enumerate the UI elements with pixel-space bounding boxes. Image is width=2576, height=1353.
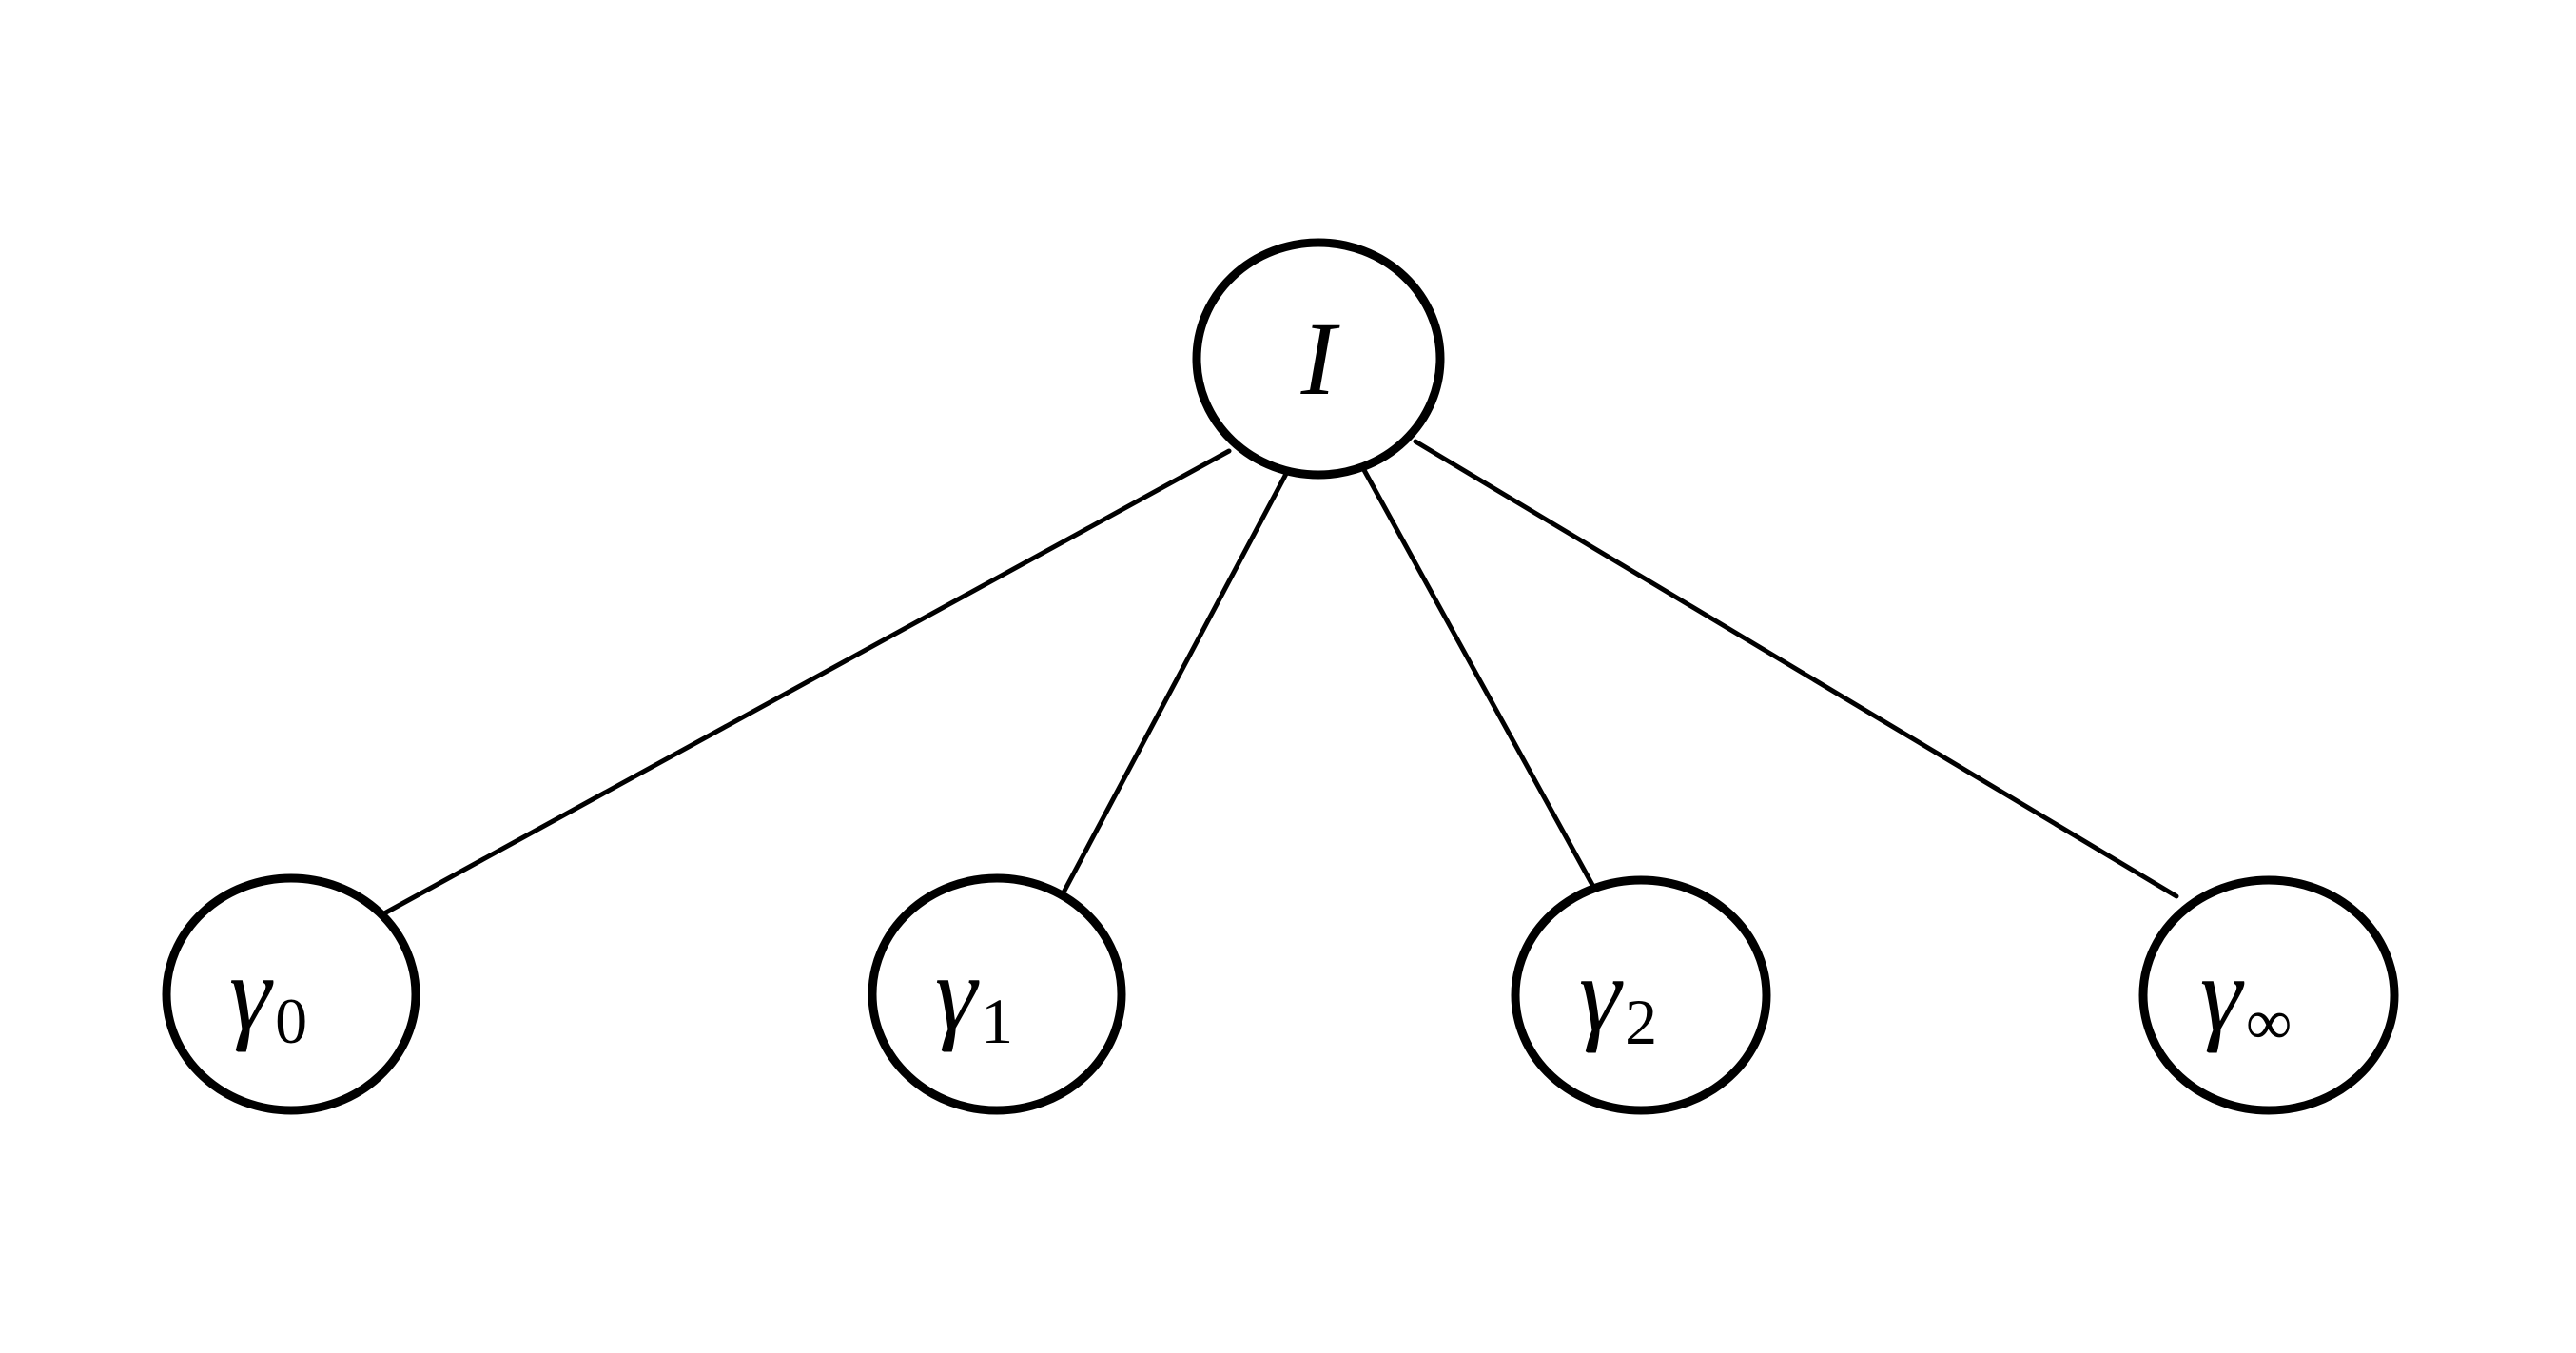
node-label-main-gamma-0: γ xyxy=(229,935,274,1053)
node-label-gamma-infinity: γ∞ xyxy=(2200,936,2293,1058)
node-subscript-gamma-2: 2 xyxy=(1625,986,1657,1058)
node-circle-I[interactable] xyxy=(1192,238,1445,480)
node-label-I: I xyxy=(1300,301,1340,417)
node-subscript-gamma-infinity: ∞ xyxy=(2246,986,2292,1058)
node-label-gamma-0: γ0 xyxy=(229,935,307,1057)
node-circle-gamma-infinity[interactable] xyxy=(2138,875,2399,1115)
node-gamma-infinity[interactable]: γ∞ xyxy=(2138,875,2399,1115)
edge-I-gamma-infinity xyxy=(1413,439,2179,899)
node-gamma-2[interactable]: γ2 xyxy=(1511,875,1771,1115)
node-label-gamma-1: γ1 xyxy=(935,935,1013,1057)
node-circle-gamma-1[interactable] xyxy=(868,873,1126,1115)
node-label-main-gamma-2: γ xyxy=(1579,936,1624,1054)
node-circle-gamma-0[interactable] xyxy=(162,873,420,1115)
node-label-main-gamma-infinity: γ xyxy=(2200,936,2245,1054)
node-gamma-1[interactable]: γ1 xyxy=(868,873,1126,1115)
node-circle-gamma-2[interactable] xyxy=(1511,875,1771,1115)
node-label-gamma-2: γ2 xyxy=(1579,936,1657,1058)
edges-group xyxy=(381,439,2179,916)
edge-I-gamma-2 xyxy=(1361,467,1595,888)
node-subscript-gamma-1: 1 xyxy=(981,985,1013,1057)
node-gamma-0[interactable]: γ0 xyxy=(162,873,420,1115)
edge-I-gamma-1 xyxy=(1061,471,1289,895)
node-subscript-gamma-0: 0 xyxy=(275,985,307,1057)
node-label-main-I: I xyxy=(1300,301,1340,417)
edge-I-gamma-0 xyxy=(381,448,1232,916)
node-label-main-gamma-1: γ xyxy=(935,935,980,1053)
node-I[interactable]: I xyxy=(1192,238,1445,480)
